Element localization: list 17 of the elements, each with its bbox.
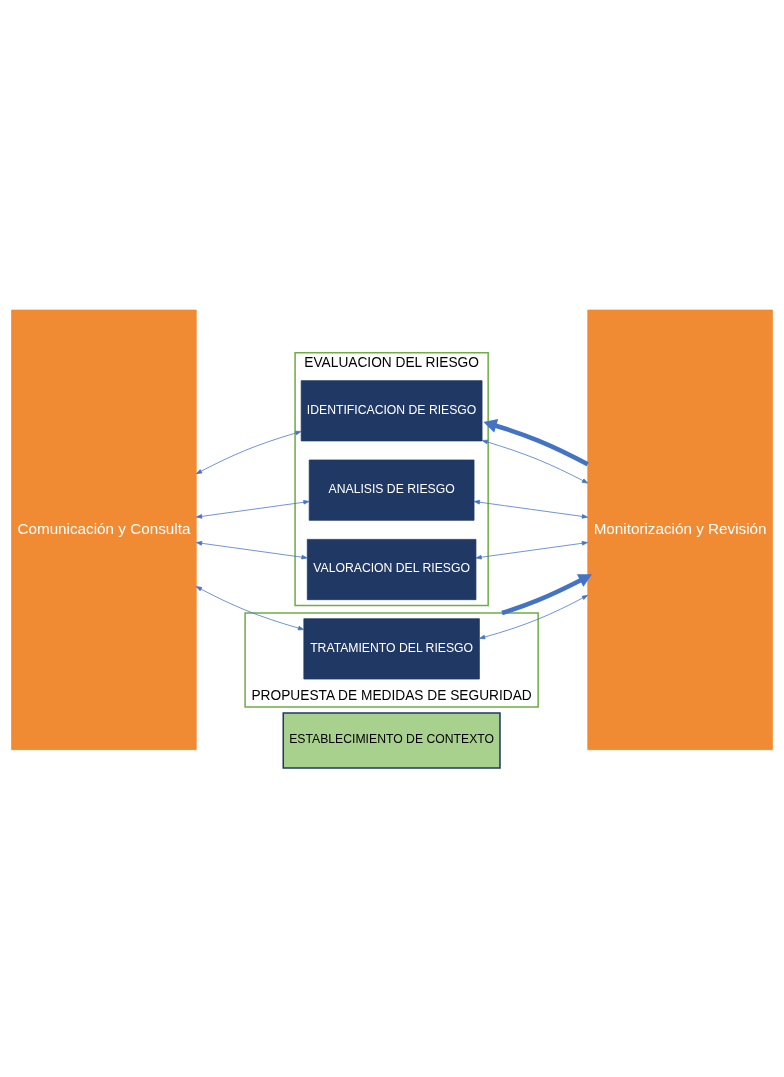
node-box: TRATAMIENTO DEL RIESGO <box>303 617 480 679</box>
arrow <box>196 540 308 559</box>
node-box: Comunicación y Consulta <box>11 309 197 750</box>
node-box: ANALISIS DE RIESGO <box>308 459 475 521</box>
arrow <box>195 585 305 630</box>
arrow <box>195 430 302 474</box>
arrow <box>501 573 592 615</box>
node-box: VALORACION DEL RIESGO <box>306 538 477 600</box>
node-box: Monitorización y Revisión <box>587 309 773 750</box>
arrow <box>483 418 589 466</box>
arrow <box>196 499 310 519</box>
arrow <box>481 439 589 483</box>
node-box: ESTABLECIMIENTO DE CONTEXTO <box>282 711 501 769</box>
arrow <box>473 499 588 519</box>
arrow <box>479 594 588 639</box>
arrow <box>475 540 588 559</box>
node-box: IDENTIFICACION DE RIESGO <box>300 379 483 441</box>
